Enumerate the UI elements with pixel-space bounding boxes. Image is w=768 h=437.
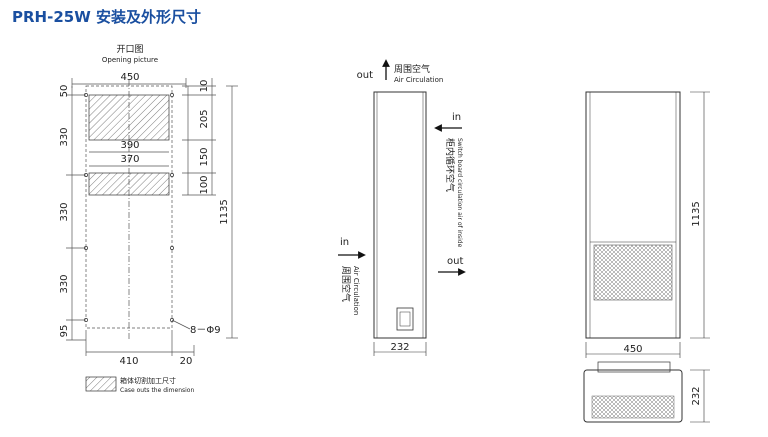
- top-body: [583, 369, 683, 423]
- inside-cn: 柜内循环空气: [444, 138, 456, 192]
- dim-right-150: 150: [199, 147, 210, 166]
- dim-left-50: 50: [59, 85, 70, 98]
- upper-cutout: [88, 94, 170, 141]
- front-body: [585, 91, 681, 339]
- side-right-out: out: [447, 256, 463, 267]
- front-grill: [593, 244, 673, 301]
- lower-cutout: [88, 172, 170, 196]
- side-right-in: in: [452, 112, 461, 123]
- dim-right-10: 10: [199, 80, 210, 93]
- cutout-label-en: Opening picture: [102, 56, 158, 64]
- side-body: [373, 91, 427, 339]
- front-view: 1135 450: [585, 91, 710, 358]
- dim-upper-cut: 390: [120, 140, 139, 151]
- dim-top-width: 450: [120, 72, 139, 83]
- top-view: 232: [583, 361, 710, 423]
- side-in-cn: 周围空气: [340, 266, 352, 302]
- cutout-diagram: 开口图 Opening picture 450 390 370: [59, 44, 238, 394]
- inside-en: Switch board circulation air of inside: [456, 138, 463, 248]
- side-in-en: Air Circulation: [352, 266, 360, 315]
- side-width-dim: 232: [390, 342, 409, 353]
- side-view: out 周围空气 Air Circulation in 周围空气 Air Cir…: [338, 59, 466, 356]
- mount-hole: [170, 246, 174, 250]
- legend-en: Case outs the dimension: [120, 387, 194, 394]
- dim-bottom-right: 20: [180, 356, 193, 367]
- front-width-dim: 450: [623, 344, 642, 355]
- side-out-cn: 周围空气: [394, 63, 430, 75]
- mount-hole: [170, 93, 174, 97]
- dim-left-330a: 330: [59, 127, 70, 146]
- dim-right-205: 205: [199, 109, 210, 128]
- front-height-dim: 1135: [691, 201, 702, 226]
- side-panel: [396, 307, 414, 331]
- dim-total-height: 1135: [219, 199, 230, 224]
- dim-left-330c: 330: [59, 274, 70, 293]
- page-title: PRH-25W 安装及外形尺寸: [12, 8, 201, 26]
- top-grill: [591, 395, 675, 419]
- legend-cn: 箱体切割加工尺寸: [120, 376, 176, 385]
- side-out-en: Air Circulation: [394, 76, 443, 84]
- dim-lower-cut: 370: [120, 154, 139, 165]
- top-depth-dim: 232: [691, 386, 702, 405]
- dim-right-100: 100: [199, 175, 210, 194]
- holes-callout: 8－Φ9: [190, 325, 221, 336]
- dim-bottom-width: 410: [119, 356, 138, 367]
- side-in-label: in: [340, 237, 349, 248]
- legend-swatch: [85, 376, 117, 392]
- dim-left-95: 95: [59, 325, 70, 338]
- mount-hole: [170, 173, 174, 177]
- dim-left-330b: 330: [59, 202, 70, 221]
- side-out-label: out: [357, 70, 373, 81]
- cutout-label-cn: 开口图: [116, 44, 143, 55]
